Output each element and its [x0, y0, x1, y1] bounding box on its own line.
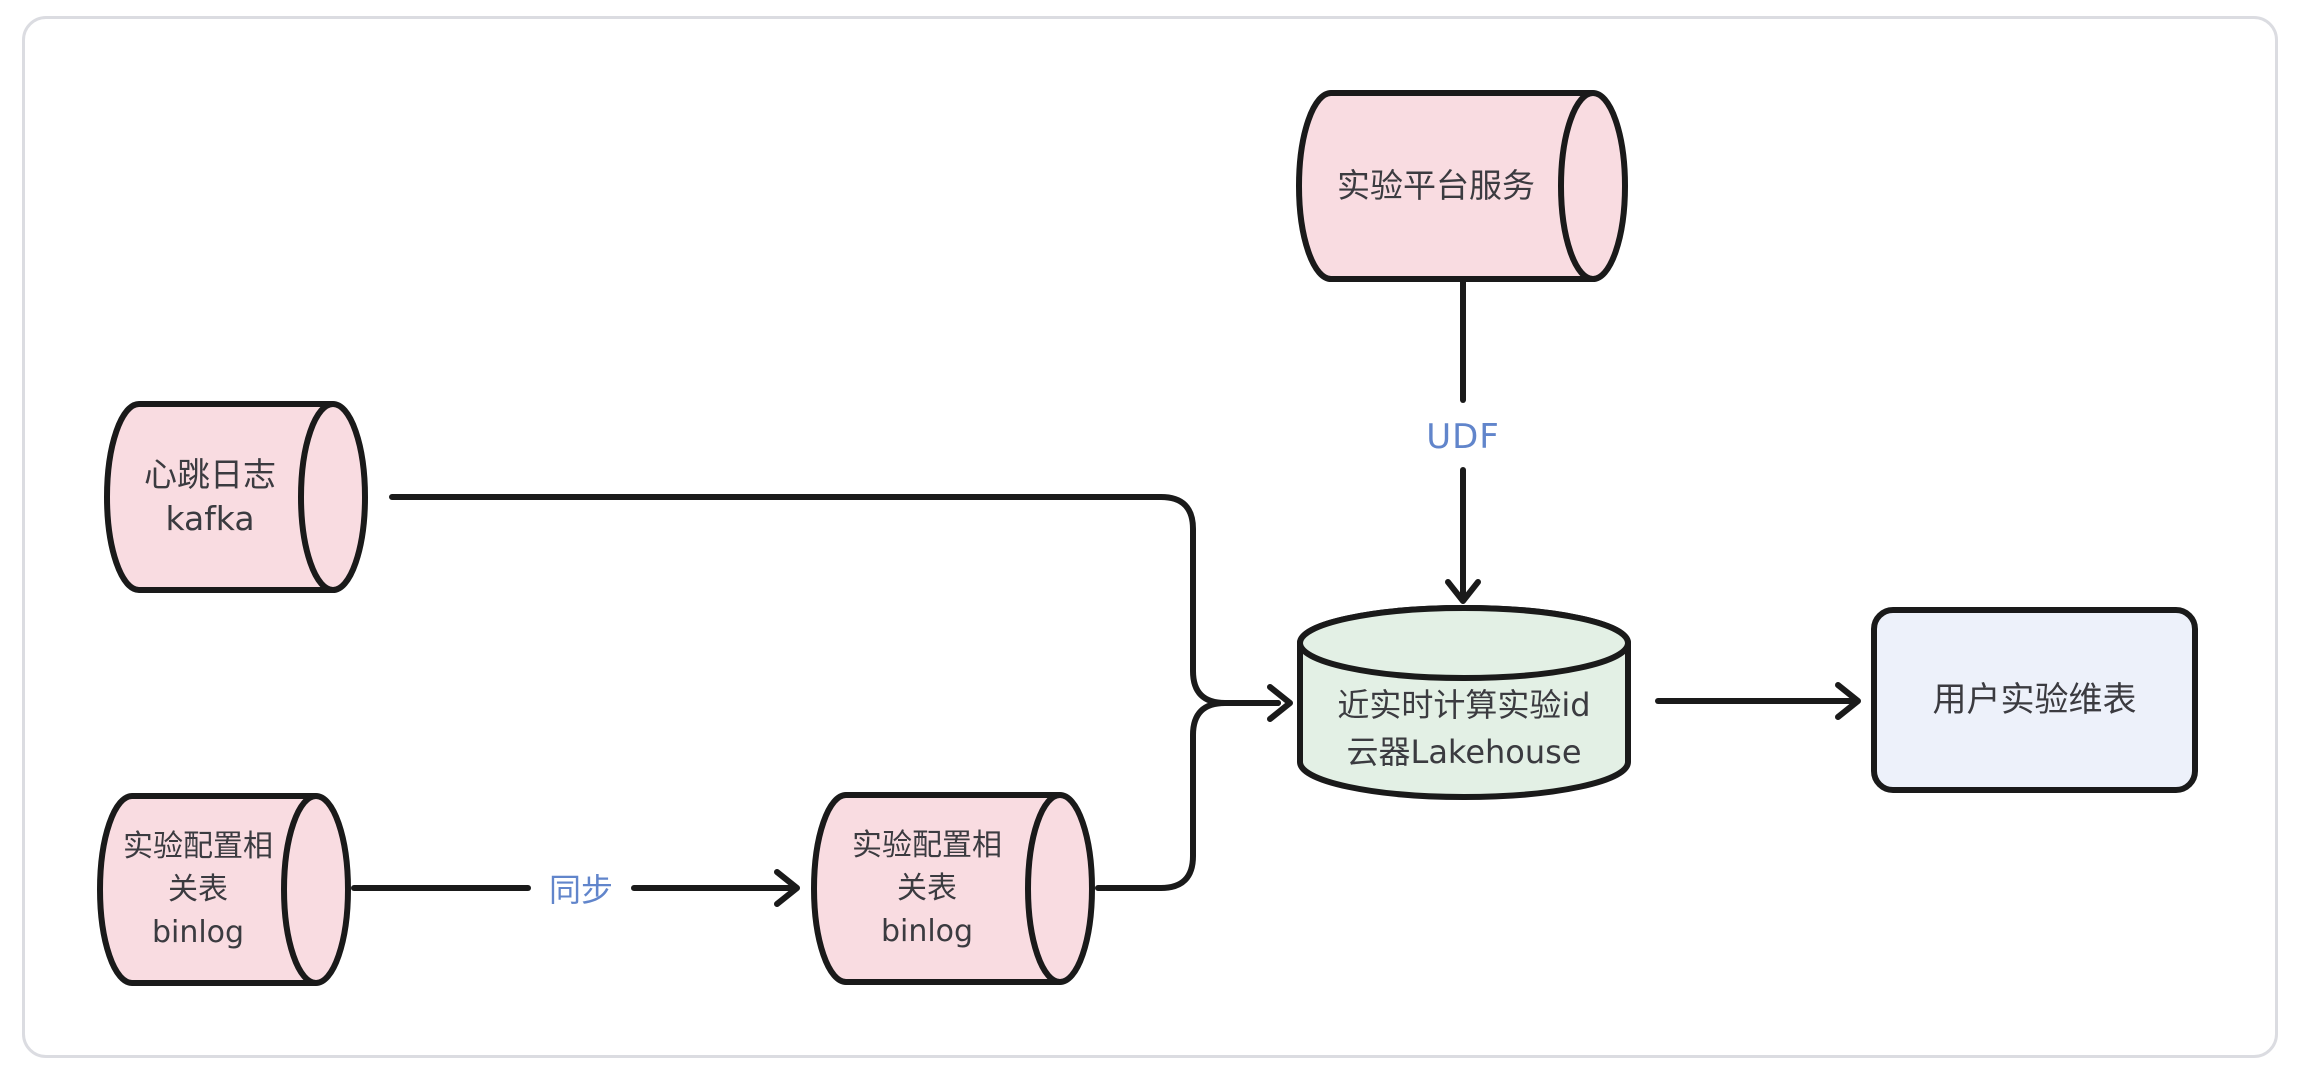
database-shape	[1297, 605, 1631, 800]
cylinder-shape	[104, 401, 368, 593]
edge-lakehouse-to-user-table	[1655, 682, 1861, 720]
node-binlog-synced: 实验配置相 关表 binlog	[811, 792, 1095, 985]
node-label: 心跳日志 kafka	[144, 455, 276, 538]
node-lakehouse-db: 近实时计算实验id 云器Lakehouse	[1297, 605, 1631, 800]
node-label: 近实时计算实验id 云器Lakehouse	[1337, 686, 1591, 771]
edge-binlog-sync	[351, 869, 800, 907]
node-binlog-source: 实验配置相 关表 binlog	[97, 793, 351, 986]
edge-merge-arrowhead	[1267, 684, 1293, 722]
node-label: 实验配置相 关表 binlog	[123, 829, 273, 950]
node-user-dimension-table: 用户实验维表	[1871, 607, 2198, 793]
node-platform-service: 实验平台服务	[1296, 90, 1628, 282]
cylinder-shape	[1296, 90, 1628, 282]
cylinder-shape	[811, 792, 1095, 985]
edge-label-sync: 同步	[548, 871, 614, 909]
edge-binlog-synced-to-lakehouse	[1095, 700, 1281, 891]
diagram-frame	[22, 16, 2278, 1058]
edge-platform-udf	[1445, 279, 1481, 604]
node-label: 用户实验维表	[1932, 680, 2137, 720]
node-heartbeat-kafka: 心跳日志 kafka	[104, 401, 368, 593]
edge-label-udf: UDF	[1426, 417, 1500, 457]
node-label: 实验平台服务	[1337, 166, 1535, 205]
node-label: 实验配置相 关表 binlog	[852, 828, 1002, 949]
cylinder-shape	[97, 793, 351, 986]
edge-kafka-to-lakehouse	[389, 494, 1281, 706]
